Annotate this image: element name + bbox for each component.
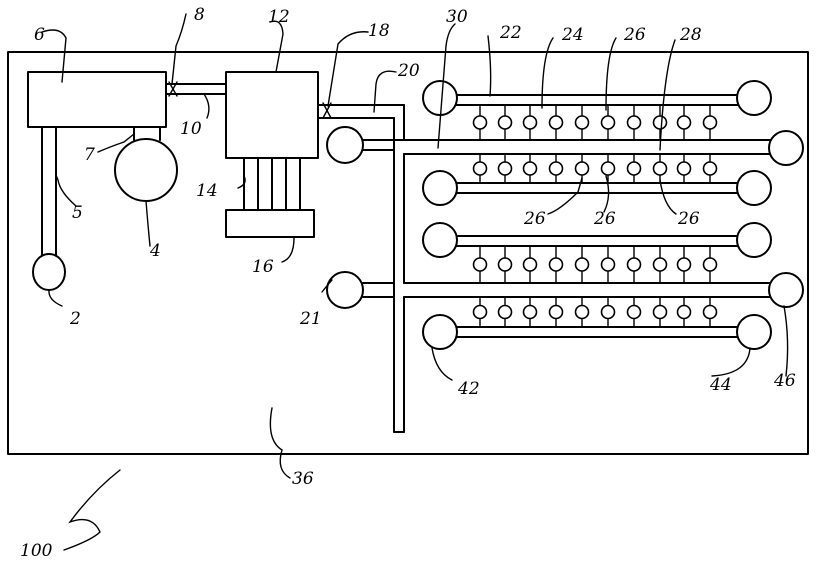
label-28: 28 xyxy=(679,25,702,45)
separation-channel-30 xyxy=(404,131,803,165)
label-30: 30 xyxy=(446,7,468,27)
reaction-well xyxy=(628,162,641,175)
label-2: 2 xyxy=(69,309,81,329)
port-44 xyxy=(737,315,771,349)
reaction-well xyxy=(704,116,717,129)
label-26: 26 xyxy=(623,25,646,45)
reaction-well xyxy=(499,306,512,319)
reaction-well xyxy=(474,258,487,271)
label-12: 12 xyxy=(268,7,290,27)
label-46: 46 xyxy=(773,371,796,391)
reaction-channel-bottom xyxy=(423,315,771,349)
port-46 xyxy=(769,273,803,307)
reaction-well xyxy=(524,258,537,271)
reaction-well xyxy=(499,258,512,271)
reaction-well xyxy=(602,116,615,129)
label-42: 42 xyxy=(457,379,480,399)
reaction-well xyxy=(474,306,487,319)
label-5: 5 xyxy=(72,203,83,223)
chip-substrate xyxy=(8,52,808,454)
label-44: 44 xyxy=(709,375,732,395)
reaction-well xyxy=(474,116,487,129)
reaction-well xyxy=(474,162,487,175)
reaction-well xyxy=(499,162,512,175)
pump-bulb-4 xyxy=(115,127,177,201)
reaction-well xyxy=(550,162,563,175)
reaction-well xyxy=(602,162,615,175)
reaction-well xyxy=(524,116,537,129)
reaction-well xyxy=(550,306,563,319)
reaction-well xyxy=(704,162,717,175)
reaction-well xyxy=(602,306,615,319)
reaction-well xyxy=(628,306,641,319)
label-6: 6 xyxy=(34,25,45,45)
label-16: 16 xyxy=(252,257,274,277)
label-22: 22 xyxy=(499,23,522,43)
reaction-well xyxy=(524,306,537,319)
label-26-c: 26 xyxy=(593,209,616,229)
reaction-well xyxy=(628,116,641,129)
reservoir-6 xyxy=(28,72,166,127)
label-4: 4 xyxy=(149,241,161,261)
label-18: 18 xyxy=(368,21,390,41)
label-36: 36 xyxy=(292,469,314,489)
reaction-well xyxy=(678,306,691,319)
reaction-well xyxy=(678,116,691,129)
reaction-well xyxy=(524,162,537,175)
reaction-channel-22 xyxy=(423,81,771,115)
reaction-well xyxy=(550,116,563,129)
reaction-well xyxy=(654,116,667,129)
reaction-well xyxy=(654,162,667,175)
label-100: 100 xyxy=(20,541,53,561)
connector-16 xyxy=(226,210,314,237)
reaction-well xyxy=(654,258,667,271)
label-10: 10 xyxy=(180,119,202,139)
port-21 xyxy=(327,272,363,308)
reaction-well xyxy=(499,116,512,129)
reaction-well xyxy=(704,306,717,319)
label-14: 14 xyxy=(196,181,218,201)
label-20: 20 xyxy=(397,61,420,81)
label-21: 21 xyxy=(299,309,322,329)
port-42 xyxy=(423,315,457,349)
reaction-well xyxy=(550,258,563,271)
reaction-channel-middle xyxy=(423,171,771,205)
reaction-well xyxy=(602,258,615,271)
module-12 xyxy=(226,72,318,158)
reaction-well xyxy=(654,306,667,319)
leads-14 xyxy=(244,158,300,210)
reaction-well xyxy=(576,258,589,271)
inlet-port xyxy=(327,127,363,163)
reaction-well xyxy=(576,306,589,319)
reaction-well xyxy=(678,162,691,175)
label-26-b: 26 xyxy=(523,209,546,229)
label-7: 7 xyxy=(84,145,95,165)
reaction-well xyxy=(576,116,589,129)
separation-channel-lower xyxy=(404,273,803,307)
label-26-d: 26 xyxy=(677,209,700,229)
reaction-well xyxy=(576,162,589,175)
reaction-well xyxy=(628,258,641,271)
label-24: 24 xyxy=(561,25,584,45)
reaction-well xyxy=(704,258,717,271)
pump-bulb-2 xyxy=(33,127,65,290)
label-8: 8 xyxy=(194,5,205,25)
reaction-well xyxy=(678,258,691,271)
